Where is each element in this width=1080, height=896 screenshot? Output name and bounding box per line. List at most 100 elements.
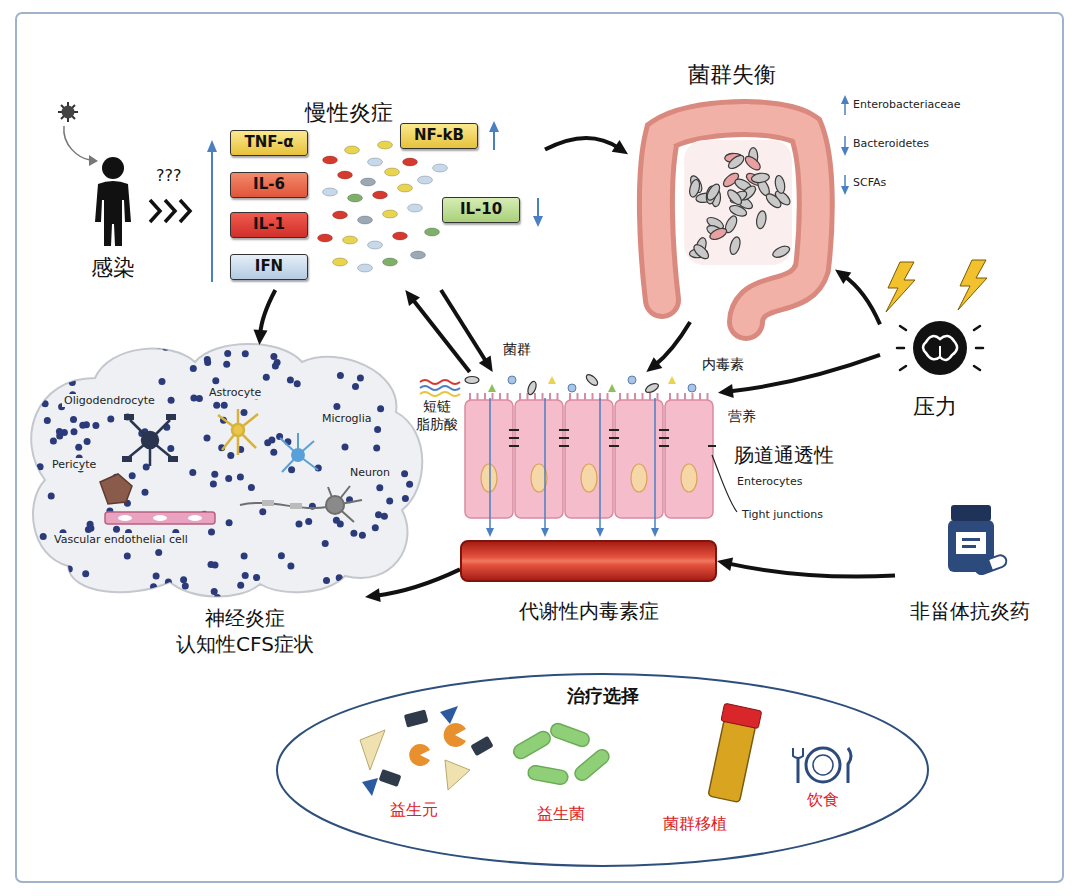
brain-dot [107,416,114,423]
brain-dot [342,444,349,451]
cytokine-pill [368,241,383,249]
endotoxin [688,384,696,392]
brain-dot [180,576,187,583]
annotation-label: SCFAs [853,176,886,189]
flow-arrow [545,138,628,154]
flow-arrow [646,322,690,372]
brain-dot [374,583,381,590]
decrease-arrow [533,198,543,227]
brain-dot [100,337,107,344]
brain-dot [204,359,211,366]
nucleus [481,464,497,492]
oligodendrocyte-cell [166,414,176,420]
annotation-label: 短链 脂肪酸 [414,398,460,433]
enterocyte [465,400,513,518]
annotation-label: Neuron [348,466,392,479]
gut-epithelium [420,386,460,390]
brain-dot [212,377,219,384]
nsaid-node: 非甾体抗炎药 [895,495,1045,625]
brain-dot [42,400,49,407]
prebiotic-icon [470,736,493,756]
node-text: 神经炎症 认知性CFS症状 [160,605,330,657]
oligodendrocyte-cell [122,414,178,466]
microvillus [607,393,609,400]
tight-junction [609,437,619,439]
annotation-label: 内毒素 [702,356,744,374]
nsaid-bottle [951,505,991,521]
annotation-label: Astrocyte [207,386,263,399]
flow-arrow [405,290,469,372]
infection-arrow-head [89,155,98,166]
microvillus [642,393,644,400]
brain-dot [185,345,192,352]
microvillus [499,393,501,400]
nsaid-bottle [962,545,976,548]
cytokine-pill [433,164,448,172]
brain-dot [155,549,162,556]
brain-dot [356,595,363,602]
brain-illustration [31,344,422,597]
cytokine-pill [348,194,363,202]
annotation-label: Pericyte [50,458,98,471]
microvillus [684,393,686,400]
cytokine-pill [385,168,400,176]
flow-arrow-line [655,322,690,365]
brain-dot [84,438,91,445]
brain-dot [259,508,266,515]
diet-icon [813,755,833,775]
brain-dot [68,342,75,349]
cytokine-pill [373,191,388,199]
flow-arrow-line [441,290,487,363]
cytokine-pill [383,210,398,218]
prebiotic-icon [445,760,470,790]
trend-arrows [841,186,849,195]
brain-dot [211,588,218,595]
node-text: IL-1 [241,213,297,236]
flow-arrow-line [545,138,619,150]
person-icon [95,157,131,246]
tight-junction [659,437,669,439]
astrocyte-cell [232,424,244,436]
brain-dot [268,436,275,443]
node-text: TNF-α [241,131,297,154]
brain-dot [377,405,384,412]
colon-illustration [656,118,816,322]
brain-dot [402,564,409,571]
brain-dot [68,374,75,381]
brain-dot [221,402,228,409]
brain-dot [237,582,244,589]
brain-dot [294,380,301,387]
brain-dot [162,344,169,351]
brain-dot [381,513,388,520]
increase-arrow [211,150,213,282]
stress-icon [913,321,967,375]
endothelial-cell [105,512,215,524]
virus-icon [62,106,75,119]
stress-icon [976,347,983,350]
trend-arrows [841,147,849,156]
brain-dot [210,480,217,487]
dysbiosis-colon-node: 菌群失衡 [628,60,835,322]
flow-arrow [835,270,880,325]
bacterium [725,188,744,207]
chevrons [150,200,190,222]
annotation-label: Vascular endothelial cell [52,533,190,546]
brain-dot [71,428,78,435]
node-text: 菌群移植 [663,814,727,835]
annotation-label: Microglia [320,412,373,425]
cytokine-pill [411,251,426,259]
brain-dot [40,533,47,540]
blue-transport-arrows [486,398,659,537]
brain-dot [37,463,44,470]
flow-arrow-line [412,299,470,372]
increase-arrow [489,121,499,132]
brain-dot [402,495,409,502]
annotation-label: Bacteroidetes [853,137,929,150]
brain-dot [359,532,366,539]
prebiotic-icon [404,709,429,727]
brain-dot [237,474,244,481]
treatment-item: 菌群移植 [663,814,727,835]
nsaid-bottle [956,532,986,554]
brain-dot [333,403,340,410]
cytokine-pill [368,158,383,166]
